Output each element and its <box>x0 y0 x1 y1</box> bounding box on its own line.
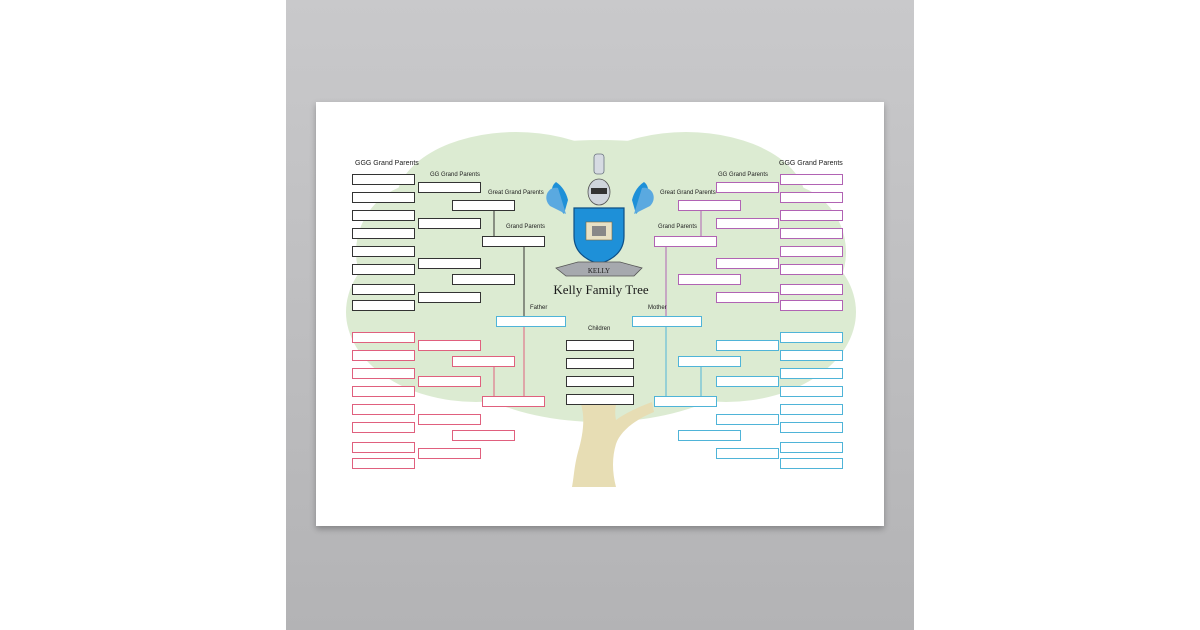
label-mother: Mother <box>648 305 667 311</box>
gg-left-box[interactable] <box>418 258 481 269</box>
label-father: Father <box>530 305 548 311</box>
label-grand-left: Grand Parents <box>506 224 546 230</box>
gg-left-box[interactable] <box>418 340 481 351</box>
ggg-right-box[interactable] <box>780 264 843 275</box>
gg-right-box[interactable] <box>716 376 779 387</box>
ggg-left-box[interactable] <box>352 300 415 311</box>
grand-parent-left-box[interactable] <box>482 236 545 247</box>
mother-box[interactable] <box>632 316 702 327</box>
banner-text: KELLY <box>588 267 610 275</box>
page-title: Kelly Family Tree <box>553 282 649 297</box>
label-great-right: Great Grand Parents <box>660 190 716 196</box>
great-grand-right-box[interactable] <box>678 356 741 367</box>
great-grand-left-box[interactable] <box>452 430 515 441</box>
ggg-left-box[interactable] <box>352 246 415 257</box>
connector-lines <box>493 211 702 396</box>
label-ggg-left: GGG Grand Parents <box>355 160 419 167</box>
ggg-right-box[interactable] <box>780 300 843 311</box>
great-grand-left-box[interactable] <box>452 274 515 285</box>
gg-left-box[interactable] <box>418 376 481 387</box>
gg-right-box[interactable] <box>716 218 779 229</box>
grand-parent-left-box[interactable] <box>482 396 545 407</box>
ggg-right-box[interactable] <box>780 404 843 415</box>
gg-right-box[interactable] <box>716 448 779 459</box>
ggg-right-box[interactable] <box>780 386 843 397</box>
ggg-right-box[interactable] <box>780 246 843 257</box>
father-box[interactable] <box>496 316 566 327</box>
child-box[interactable] <box>566 340 634 351</box>
ggg-left-box[interactable] <box>352 404 415 415</box>
gg-right-box[interactable] <box>716 340 779 351</box>
coat-of-arms-icon: KELLY <box>546 153 654 277</box>
gg-right-box[interactable] <box>716 292 779 303</box>
ggg-left-box[interactable] <box>352 422 415 433</box>
ggg-right-box[interactable] <box>780 284 843 295</box>
ggg-left-box[interactable] <box>352 174 415 185</box>
ggg-left-box[interactable] <box>352 368 415 379</box>
ggg-left-box[interactable] <box>352 350 415 361</box>
ggg-right-box[interactable] <box>780 350 843 361</box>
gg-left-box[interactable] <box>418 218 481 229</box>
ggg-left-box[interactable] <box>352 264 415 275</box>
gg-right-box[interactable] <box>716 182 779 193</box>
ggg-right-box[interactable] <box>780 422 843 433</box>
gg-left-box[interactable] <box>418 448 481 459</box>
great-grand-left-box[interactable] <box>452 356 515 367</box>
child-box[interactable] <box>566 376 634 387</box>
ggg-right-box[interactable] <box>780 368 843 379</box>
tree-trunk <box>572 394 654 487</box>
child-box[interactable] <box>566 358 634 369</box>
label-ggg-right: GGG Grand Parents <box>779 160 843 167</box>
child-box[interactable] <box>566 394 634 405</box>
ggg-left-box[interactable] <box>352 284 415 295</box>
gg-right-box[interactable] <box>716 258 779 269</box>
ggg-right-box[interactable] <box>780 174 843 185</box>
ggg-left-box[interactable] <box>352 332 415 343</box>
ggg-left-box[interactable] <box>352 458 415 469</box>
family-tree-poster: KELLY Kelly Family Tree GGG Grand Parent… <box>316 102 884 526</box>
ggg-left-box[interactable] <box>352 442 415 453</box>
ggg-left-box[interactable] <box>352 210 415 221</box>
great-grand-right-box[interactable] <box>678 274 741 285</box>
ggg-left-box[interactable] <box>352 192 415 203</box>
gg-left-box[interactable] <box>418 414 481 425</box>
ggg-right-box[interactable] <box>780 458 843 469</box>
label-great-left: Great Grand Parents <box>488 190 544 196</box>
grand-parent-right-box[interactable] <box>654 396 717 407</box>
ggg-right-box[interactable] <box>780 192 843 203</box>
ggg-right-box[interactable] <box>780 332 843 343</box>
gg-left-box[interactable] <box>418 292 481 303</box>
ggg-right-box[interactable] <box>780 442 843 453</box>
label-gg-left: GG Grand Parents <box>430 172 481 178</box>
ggg-left-box[interactable] <box>352 228 415 239</box>
great-grand-right-box[interactable] <box>678 200 741 211</box>
label-grand-right: Grand Parents <box>658 224 698 230</box>
ggg-right-box[interactable] <box>780 228 843 239</box>
gg-left-box[interactable] <box>418 182 481 193</box>
gg-right-box[interactable] <box>716 414 779 425</box>
label-gg-right: GG Grand Parents <box>718 172 769 178</box>
label-children: Children <box>588 326 611 332</box>
grand-parent-right-box[interactable] <box>654 236 717 247</box>
great-grand-left-box[interactable] <box>452 200 515 211</box>
ggg-right-box[interactable] <box>780 210 843 221</box>
great-grand-right-box[interactable] <box>678 430 741 441</box>
ggg-left-box[interactable] <box>352 386 415 397</box>
